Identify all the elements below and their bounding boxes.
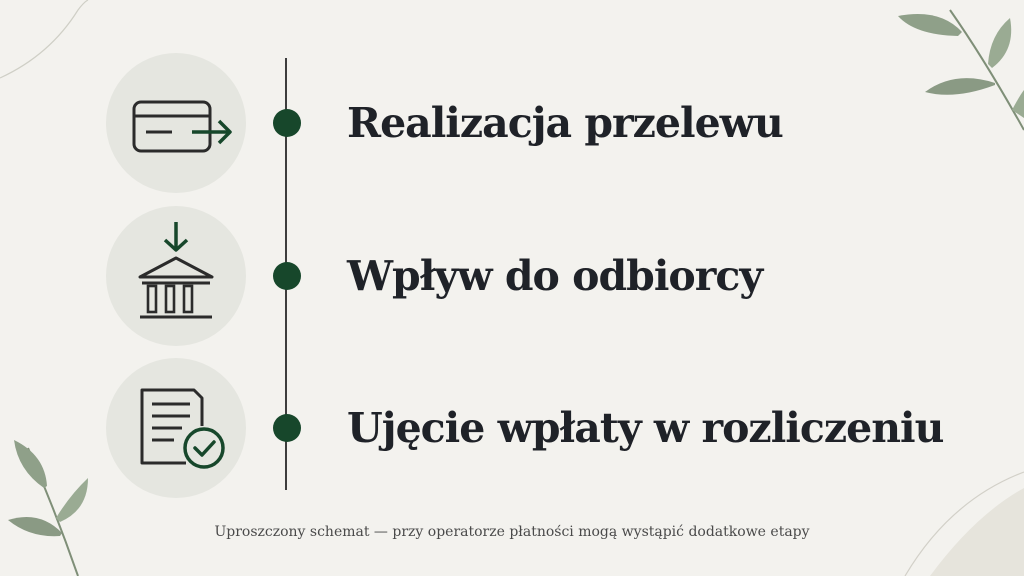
leaf-branch-bottom-left-icon bbox=[8, 440, 88, 576]
timeline-step-3: Ujęcie wpłaty w rozliczeniu bbox=[0, 358, 1024, 498]
step-label: Realizacja przelewu bbox=[347, 99, 784, 147]
bank-deposit-icon bbox=[138, 222, 214, 319]
step-icon-circle bbox=[106, 206, 246, 346]
leaf-branch-top-right-icon bbox=[898, 9, 1024, 131]
timeline-dot bbox=[273, 414, 301, 442]
footnote: Uproszczony schemat — przy operatorze pł… bbox=[214, 524, 810, 540]
document-check-icon bbox=[140, 388, 225, 469]
timeline-step-2: Wpływ do odbiorcy bbox=[0, 206, 1024, 346]
card-transfer-icon bbox=[132, 100, 232, 153]
step-icon-circle bbox=[106, 53, 246, 193]
step-icon-circle bbox=[106, 358, 246, 498]
timeline-dot bbox=[273, 109, 301, 137]
timeline-step-1: Realizacja przelewu bbox=[0, 53, 1024, 193]
timeline-dot bbox=[273, 262, 301, 290]
step-label: Ujęcie wpłaty w rozliczeniu bbox=[347, 404, 944, 452]
step-label: Wpływ do odbiorcy bbox=[347, 252, 763, 300]
